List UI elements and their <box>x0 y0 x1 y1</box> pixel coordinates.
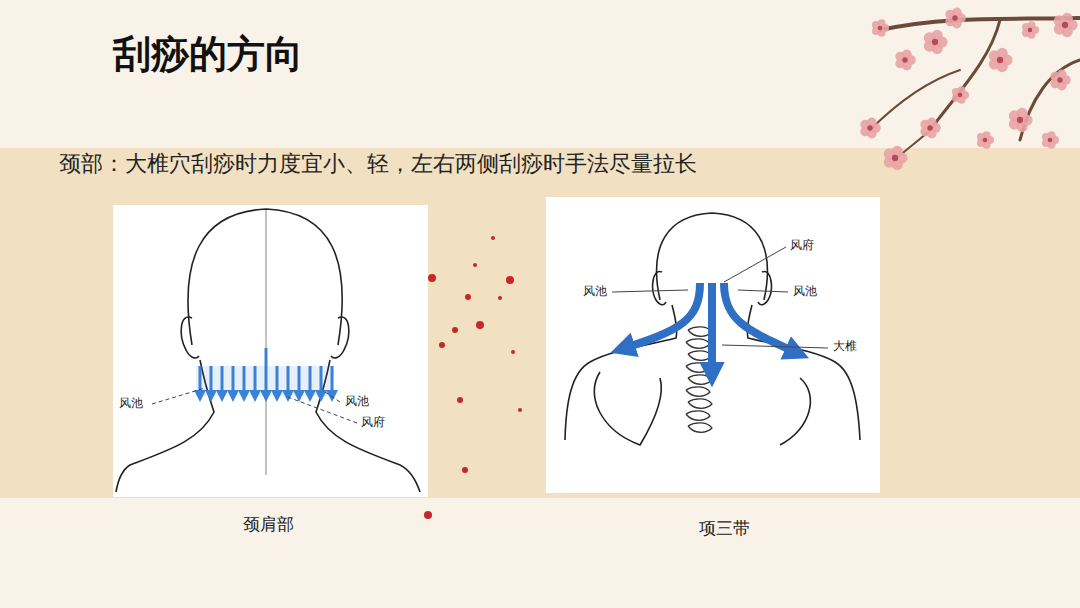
acupoint-label: 风府 <box>360 415 386 429</box>
band-text: 颈部：大椎穴刮痧时力度宜小、轻，左右两侧刮痧时手法尽量拉长 <box>58 151 698 177</box>
acupoint-label: 风池 <box>118 396 144 410</box>
red-dot <box>491 236 495 240</box>
blossom <box>1050 69 1070 90</box>
red-dot <box>428 274 436 282</box>
blossom <box>860 117 880 138</box>
blossom <box>1009 108 1033 133</box>
red-dot <box>424 511 432 519</box>
band <box>0 148 1080 498</box>
figure-caption: 颈肩部 <box>242 515 295 535</box>
red-dot <box>473 263 477 267</box>
red-dot <box>511 350 515 354</box>
red-dots <box>424 236 522 519</box>
blossom <box>872 19 889 37</box>
vertebra <box>688 375 712 384</box>
acupoint-label: 风府 <box>789 238 815 252</box>
blossom <box>1054 13 1078 38</box>
acupoint-label: 风池 <box>344 394 370 408</box>
leader-lines <box>152 388 357 423</box>
scraping-area <box>196 366 334 396</box>
right-figure <box>565 213 860 445</box>
vertebra <box>686 387 710 396</box>
blossom <box>924 30 948 55</box>
right-panel <box>546 197 880 493</box>
page-title: 刮痧的方向 <box>113 32 303 78</box>
red-dot <box>439 342 445 348</box>
blossom <box>945 7 965 28</box>
blossom <box>952 86 969 104</box>
scraping-arrows <box>196 348 334 396</box>
red-dot <box>506 276 514 284</box>
vertebra <box>686 339 710 348</box>
red-dot <box>457 397 463 403</box>
blossom <box>895 49 915 70</box>
red-dot <box>518 408 522 412</box>
left-panel <box>113 205 428 497</box>
red-dot <box>476 321 484 329</box>
blossom <box>1042 131 1059 149</box>
red-dot <box>465 294 471 300</box>
red-dot <box>462 467 468 473</box>
vertebra <box>688 423 712 432</box>
vertebra <box>688 399 712 408</box>
blossom <box>1022 21 1039 39</box>
red-dot <box>452 327 458 333</box>
blossom <box>920 117 940 138</box>
vertebra <box>686 363 710 372</box>
blossom <box>977 131 994 149</box>
figure-caption: 项三带 <box>698 519 751 539</box>
acupoint-label: 风池 <box>792 284 818 298</box>
plum-blossom <box>860 7 1080 170</box>
blossom <box>884 146 908 171</box>
acupoint-label: 风池 <box>582 284 608 298</box>
scraping-bands <box>625 283 795 372</box>
midline <box>266 210 267 475</box>
blossom <box>989 48 1013 73</box>
left-figure <box>116 209 420 492</box>
leader-lines <box>612 247 828 348</box>
acupoint-label: 大椎 <box>832 339 858 353</box>
vertebra <box>686 411 710 420</box>
red-dot <box>498 296 502 300</box>
